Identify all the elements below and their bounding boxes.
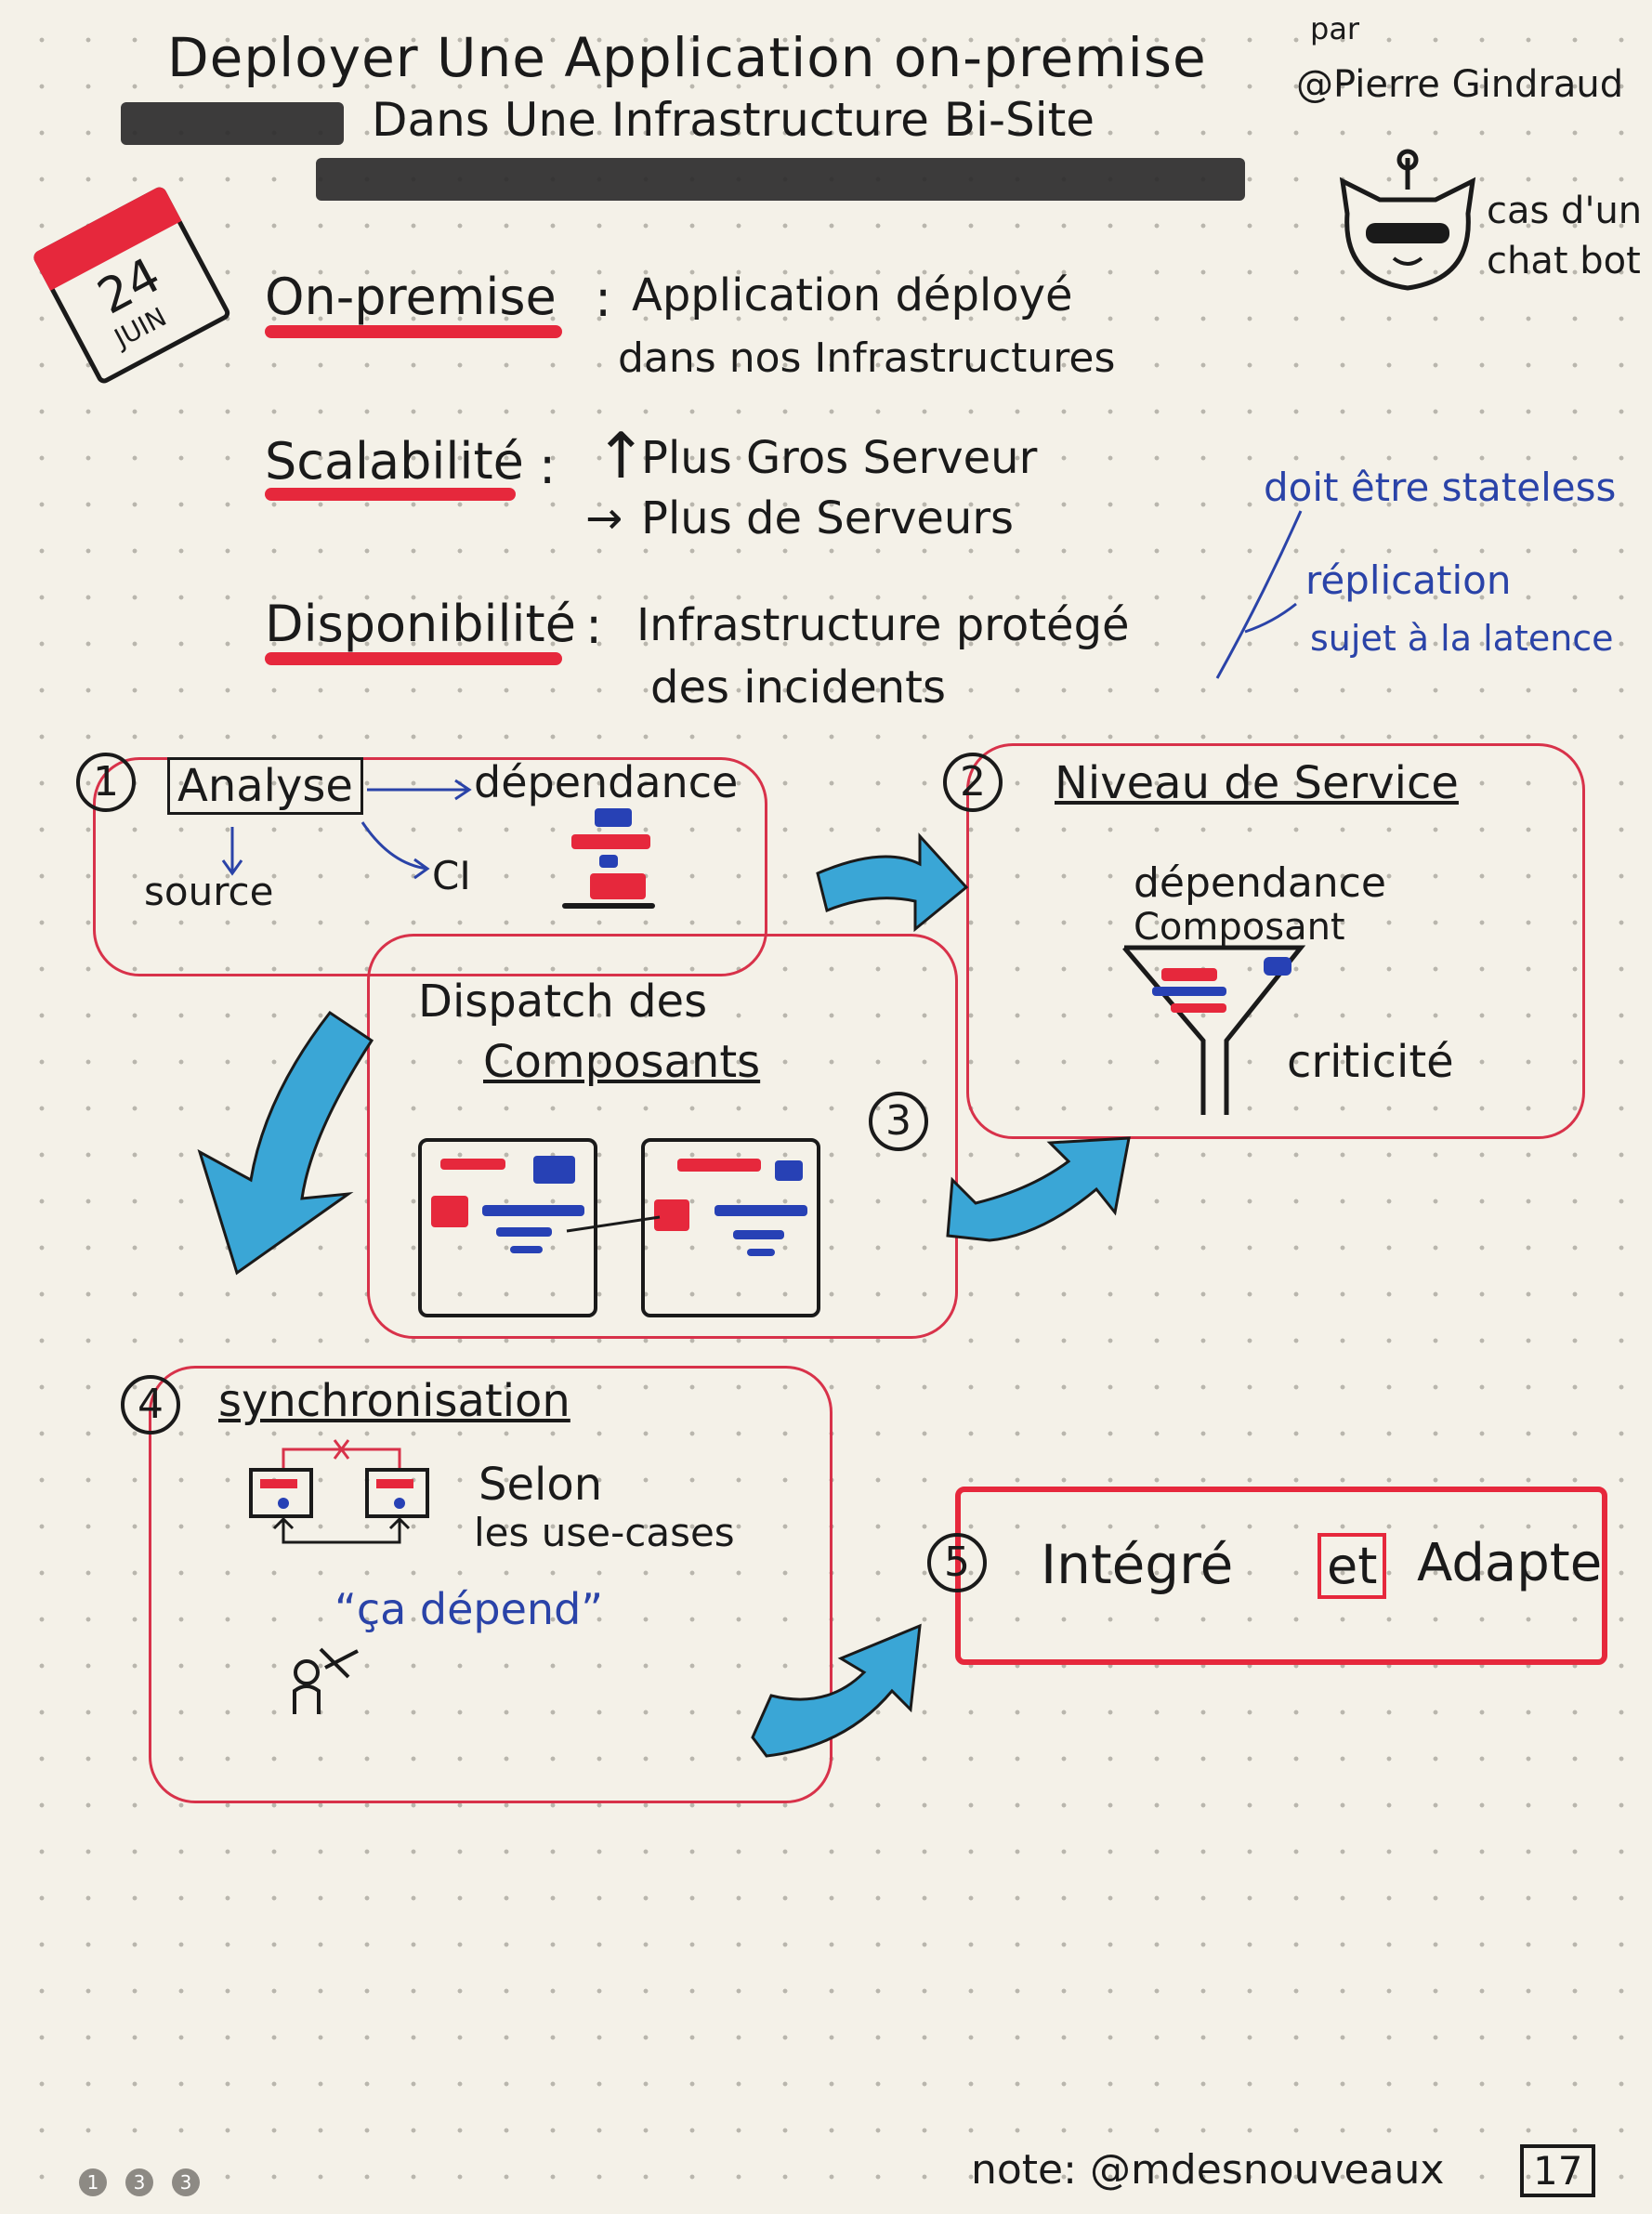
- site-b-panel: [641, 1138, 820, 1317]
- step3-label1: Dispatch des: [418, 976, 708, 1028]
- step2-dependance: dépendance: [1134, 859, 1386, 907]
- cyan-arrow-down-left: [197, 1010, 374, 1276]
- right-arrow-icon: →: [585, 492, 623, 544]
- cyan-arrow-4to5: [751, 1623, 922, 1758]
- underline-onpremise: [265, 325, 562, 338]
- step1-number: 1: [76, 753, 136, 812]
- def-disponibilite-line1: Infrastructure protégé: [636, 599, 1130, 651]
- sync-diagram-icon: [249, 1439, 429, 1544]
- page-title-line1: Deployer Une Application on-premise: [167, 26, 1207, 89]
- chatbot-head-icon: [1339, 149, 1476, 291]
- sep-disponibilite: :: [585, 596, 603, 655]
- step5-integre: Intégré: [1041, 1533, 1234, 1596]
- step1-arrows: [221, 779, 472, 880]
- step4-box: [149, 1366, 833, 1803]
- panel-link-arrow: [566, 1215, 661, 1233]
- cyan-arrow-2to3: [946, 1136, 1131, 1242]
- step1-stack-icon: [562, 808, 655, 920]
- step3-box: [367, 934, 958, 1339]
- note-stateless: doit être stateless: [1264, 465, 1617, 510]
- marker-bar-2: [316, 158, 1245, 201]
- page-number: 17: [1520, 2144, 1596, 2197]
- calendar-icon: 24 JUIN: [31, 184, 232, 386]
- step2-box: [966, 743, 1585, 1139]
- step5-adapte: Adapte: [1417, 1533, 1603, 1593]
- term-onpremise: On-premise: [265, 268, 557, 326]
- funnel-icon: [1122, 945, 1306, 1115]
- sep-onpremise: :: [595, 269, 612, 328]
- def-onpremise-line2: dans nos Infrastructures: [618, 334, 1116, 382]
- page-dot-3: 3: [172, 2168, 200, 2196]
- def-onpremise-line1: Application déployé: [632, 269, 1073, 321]
- step2-label: Niveau de Service: [1055, 757, 1459, 809]
- def-disponibilite-line2: des incidents: [650, 662, 946, 714]
- underline-disponibilite: [265, 652, 562, 665]
- step4-selon1: Selon: [479, 1459, 603, 1511]
- step2-composant: Composant: [1134, 906, 1345, 949]
- step1-source: source: [144, 869, 274, 914]
- step1-box: [93, 757, 767, 976]
- step1-dependance: dépendance: [474, 757, 739, 807]
- note-replication: réplication: [1305, 557, 1512, 603]
- author-by: par: [1310, 11, 1360, 46]
- def-scalabilite-line1: Plus Gros Serveur: [641, 432, 1038, 484]
- step2-criticite: criticité: [1287, 1036, 1454, 1088]
- person-icon: [293, 1647, 359, 1714]
- side-note-bracket: [1215, 510, 1303, 679]
- step4-number: 4: [121, 1375, 180, 1435]
- step1-label: Analyse: [167, 757, 363, 815]
- note-latence: sujet à la latence: [1310, 618, 1614, 659]
- chatbot-caption: cas d'un chat bot: [1487, 190, 1643, 282]
- step4-selon2: les use-cases: [474, 1510, 735, 1555]
- step3-label2: Composants: [483, 1036, 761, 1088]
- underline-scalabilite: [265, 488, 516, 501]
- step5-et: et: [1318, 1533, 1387, 1599]
- term-scalabilite: Scalabilité: [265, 432, 524, 491]
- cyan-arrow-1to2: [816, 832, 969, 933]
- sep-scalabilite: :: [539, 437, 557, 495]
- step5-number: 5: [927, 1533, 987, 1592]
- author-handle: @Pierre Gindraud: [1296, 63, 1624, 106]
- page-dot-1: 1: [79, 2168, 107, 2196]
- step2-number: 2: [943, 753, 1003, 812]
- step4-quote: “ça dépend”: [334, 1584, 604, 1634]
- marker-bar-1: [121, 102, 344, 145]
- term-disponibilite: Disponibilité: [265, 595, 576, 653]
- step3-number: 3: [869, 1092, 928, 1151]
- step4-label: synchronisation: [218, 1375, 570, 1427]
- page-dot-2: 3: [125, 2168, 153, 2196]
- footer-note: note: @mdesnouveaux: [971, 2146, 1445, 2194]
- step1-ci: CI: [432, 853, 471, 898]
- def-scalabilite-line2: Plus de Serveurs: [641, 492, 1015, 544]
- up-arrow-icon: ↑: [595, 420, 648, 493]
- page-title-line2: Dans Une Infrastructure Bi-Site: [372, 93, 1095, 147]
